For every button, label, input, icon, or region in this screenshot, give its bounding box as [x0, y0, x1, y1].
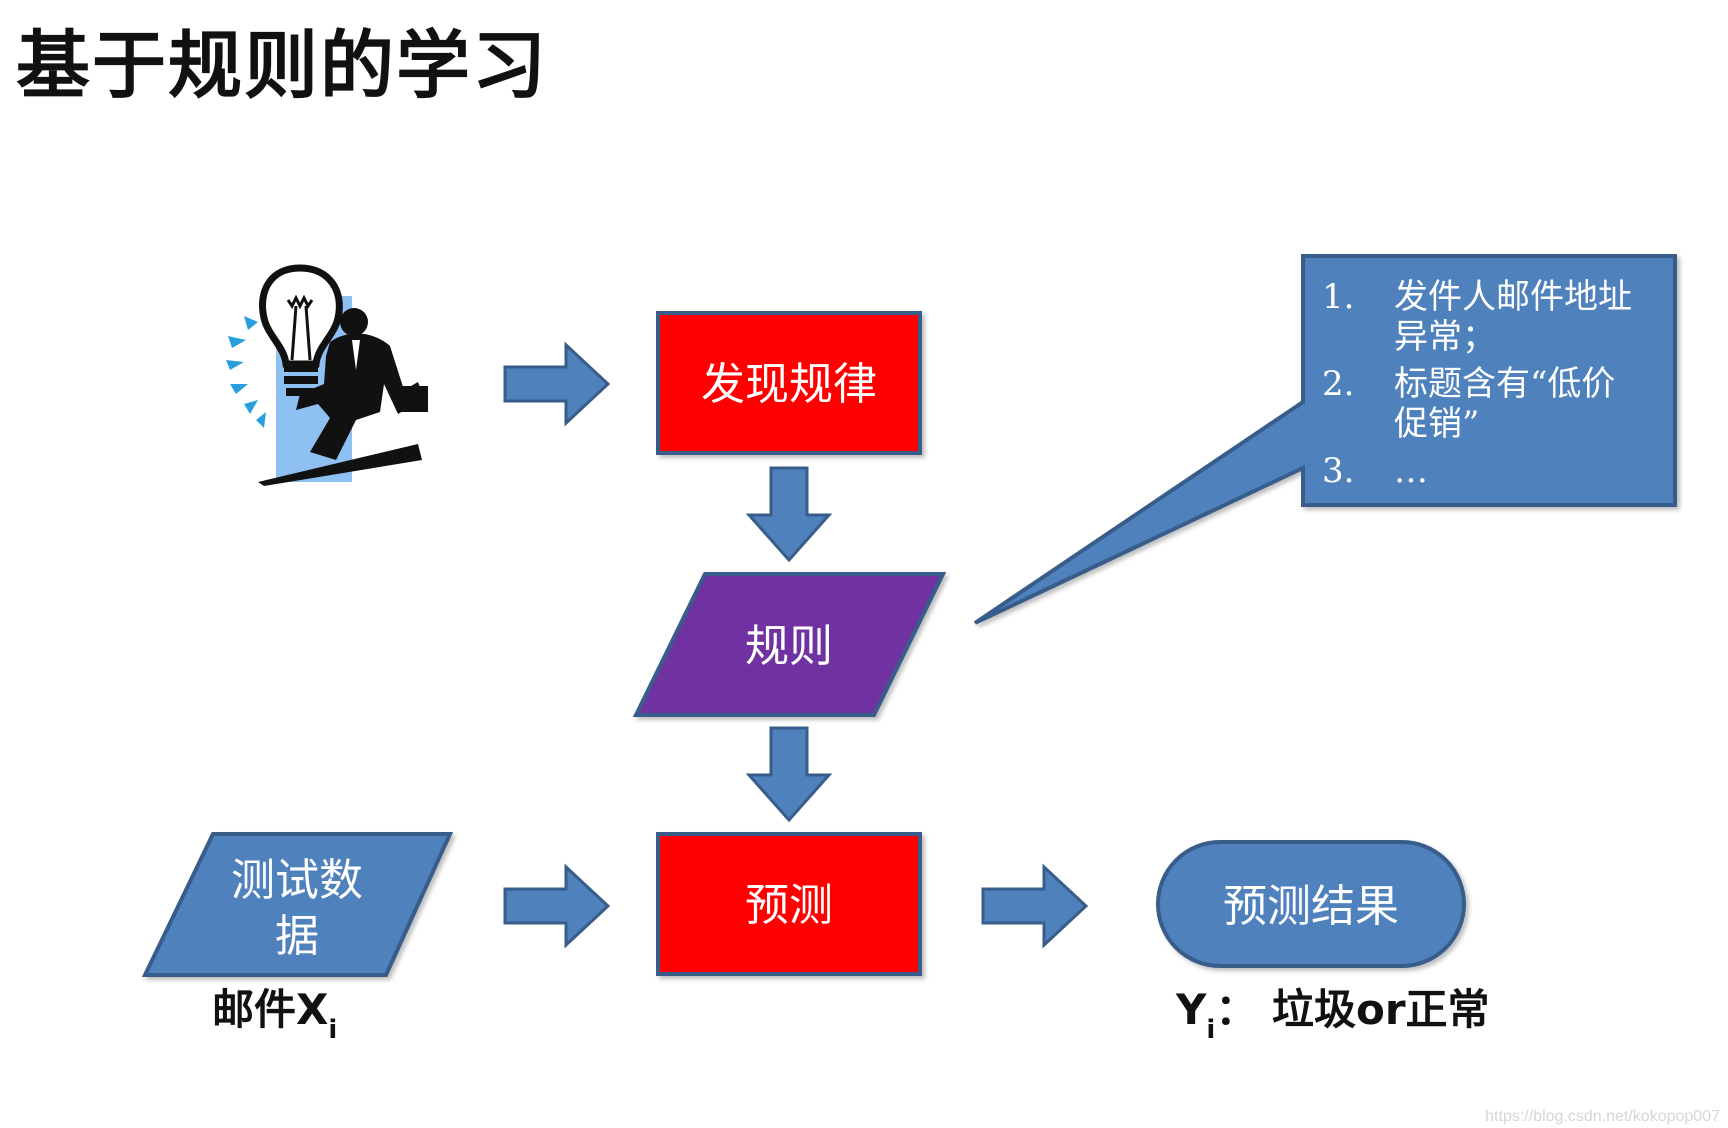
callout-item-1-line1: 发件人邮件地址 — [1394, 277, 1632, 317]
rule-parallelogram — [632, 572, 947, 717]
output-caption: Yi： 垃圾or正常 — [1175, 985, 1490, 1045]
callout-item-1-num: 1. — [1322, 277, 1354, 317]
callout-item-2-line1: 标题含有“低价 — [1394, 364, 1615, 404]
arrow-down-2 — [745, 726, 833, 823]
test-data-label-line2: 据 — [275, 911, 319, 962]
input-caption-text: 邮件X — [212, 985, 328, 1034]
discover-box — [656, 311, 922, 455]
test-data-parallelogram — [141, 832, 454, 977]
callout-item-2-line2: 促销” — [1394, 404, 1479, 444]
callout-item-3-num: 3. — [1322, 451, 1354, 491]
rule-label: 规则 — [745, 621, 833, 672]
callout-item-2-num: 2. — [1322, 364, 1354, 404]
result-label: 预测结果 — [1223, 881, 1399, 932]
arrow-down-1 — [745, 466, 833, 563]
predict-label: 预测 — [745, 880, 833, 931]
callout-item-3-line1: … — [1394, 451, 1428, 491]
output-caption-y: Y — [1175, 985, 1207, 1034]
output-caption-text: ： 垃圾or正常 — [1215, 985, 1489, 1034]
output-caption-sub: i — [1206, 1015, 1215, 1045]
page-title: 基于规则的学习 — [16, 23, 548, 109]
arrow-right-3 — [981, 863, 1089, 949]
discover-label: 发现规律 — [701, 359, 877, 410]
arrow-right-1 — [503, 341, 611, 427]
predict-box — [656, 832, 922, 976]
input-caption: 邮件Xi — [212, 985, 337, 1045]
watermark: https://blog.csdn.net/kokopop007 — [1485, 1108, 1720, 1125]
idea-person-icon — [226, 264, 428, 486]
callout-item-1-line2: 异常； — [1394, 317, 1496, 357]
rules-callout — [973, 254, 1677, 625]
test-data-label-line1: 测试数 — [231, 855, 363, 906]
input-caption-sub: i — [328, 1015, 337, 1045]
arrow-right-2 — [503, 863, 611, 949]
result-box — [1156, 840, 1466, 968]
